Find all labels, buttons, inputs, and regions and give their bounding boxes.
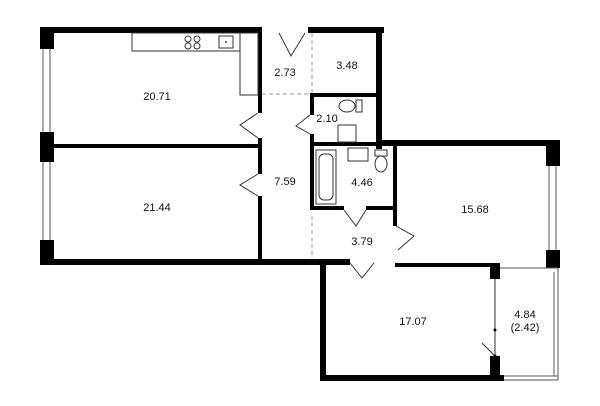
- windows: [42, 49, 559, 381]
- bathroom-area: 4.46: [351, 177, 372, 189]
- balcony-area: 4.84: [514, 309, 535, 321]
- room-labels: 20.71 2.73 3.48 2.10 7.59 21.44 4.46 15.…: [143, 60, 539, 334]
- bedroom-bottom-area: 17.07: [399, 316, 427, 328]
- doors: [239, 32, 497, 358]
- zone-lines: [262, 33, 313, 259]
- storage-area: 3.48: [336, 60, 357, 72]
- walls: [40, 27, 560, 381]
- fixtures: [131, 32, 388, 205]
- corridor-area: 7.59: [274, 176, 295, 188]
- bedroom-left-area: 21.44: [143, 202, 171, 214]
- hall-top-area: 2.73: [274, 67, 295, 79]
- entry-area: 3.79: [351, 236, 372, 248]
- wc-area: 2.10: [316, 113, 337, 125]
- bedroom-right-area: 15.68: [461, 204, 489, 216]
- balcony-reduced-area: (2.42): [511, 322, 540, 334]
- kitchen-living-area: 20.71: [143, 91, 171, 103]
